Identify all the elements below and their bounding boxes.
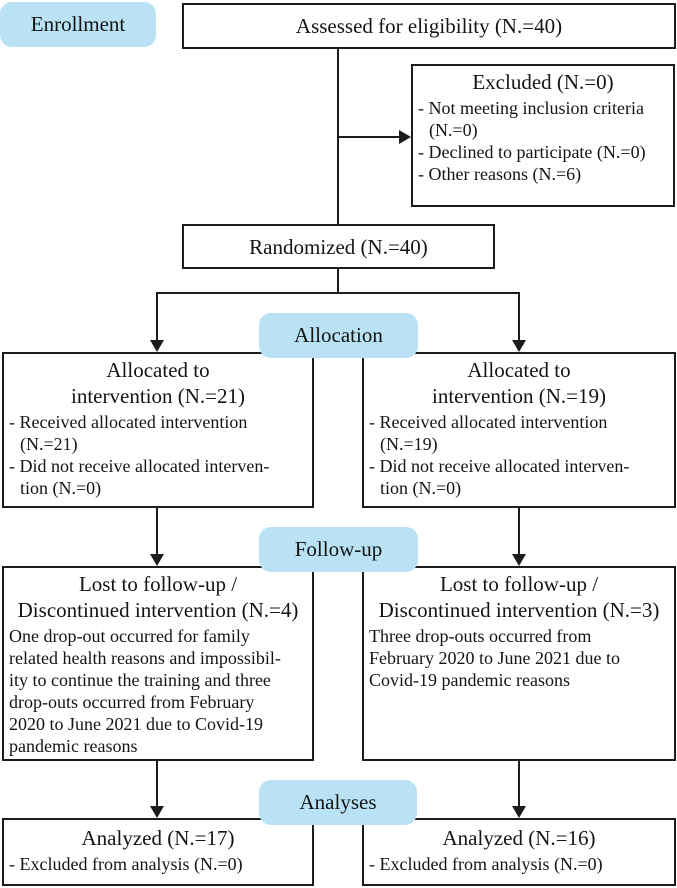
title-line: Allocated to: [467, 358, 571, 382]
arrowhead-followup-left-icon: [150, 554, 164, 566]
analysis-detail-line: - Excluded from analysis (N.=0): [369, 854, 603, 874]
title-line: Lost to follow-up /: [78, 572, 238, 596]
box-allocated-left-title: Allocated to intervention (N.=21): [4, 354, 312, 409]
box-allocated-intervention-right: Allocated to intervention (N.=19) - Rece…: [362, 352, 676, 508]
excluded-reason-line: - Declined to participate (N.=0): [418, 142, 646, 162]
box-analyzed-left-title: Analyzed (N.=17): [81, 826, 235, 850]
allocation-detail-line: - Did not receive allocated interven-: [9, 456, 270, 476]
box-allocated-left-body: - Received allocated intervention (N.=21…: [4, 409, 312, 499]
line-to-excluded: [338, 136, 400, 138]
arrowhead-analyzed-left-icon: [150, 806, 164, 818]
box-lost-followup-right-body: Three drop-outs occurred from February 2…: [364, 623, 674, 691]
box-lost-followup-left-title: Lost to follow-up / Discontinued interve…: [4, 568, 312, 623]
followup-detail-line: Three drop-outs occurred from: [369, 626, 592, 646]
box-analyzed-left: Analyzed (N.=17) - Excluded from analysi…: [2, 818, 314, 886]
excluded-reason-line: - Other reasons (N.=6): [418, 164, 582, 184]
allocation-detail-line: - Did not receive allocated interven-: [369, 456, 630, 476]
box-randomized-title: Randomized (N.=40): [249, 234, 428, 259]
title-line: Lost to follow-up /: [439, 572, 599, 596]
box-analyzed-right: Analyzed (N.=16) - Excluded from analysi…: [362, 818, 676, 886]
followup-detail-line: related health reasons and impossibil-: [9, 648, 281, 668]
line-followup-to-analyzed-right: [518, 761, 520, 807]
stage-label-enrollment: Enrollment: [0, 2, 156, 47]
followup-detail-line: ity to continue the training and three: [9, 670, 271, 690]
followup-detail-line: Covid-19 pandemic reasons: [369, 670, 570, 690]
box-lost-followup-right-title: Lost to follow-up / Discontinued interve…: [364, 568, 674, 623]
title-line: intervention (N.=19): [432, 384, 606, 408]
allocation-detail-line: (N.=21): [20, 434, 78, 454]
line-alloc-to-followup-right: [518, 508, 520, 555]
title-line: Discontinued intervention (N.=4): [17, 598, 299, 622]
box-analyzed-right-title: Analyzed (N.=16): [442, 826, 596, 850]
line-alloc-to-followup-left: [156, 508, 158, 555]
box-randomized: Randomized (N.=40): [182, 224, 495, 269]
box-excluded-title: Excluded (N.=0): [472, 70, 614, 94]
arrowhead-alloc-left-icon: [150, 340, 164, 352]
excluded-reason-line: (N.=0): [429, 120, 478, 140]
analysis-detail-line: - Excluded from analysis (N.=0): [9, 854, 243, 874]
box-analyzed-right-body: - Excluded from analysis (N.=0): [364, 851, 674, 875]
followup-detail-line: 2020 to June 2021 due to Covid-19: [9, 714, 263, 734]
box-lost-followup-left-body: One drop-out occurred for family related…: [4, 623, 312, 757]
stage-label-allocation: Allocation: [259, 313, 418, 358]
box-excluded: Excluded (N.=0) - Not meeting inclusion …: [411, 64, 675, 207]
allocation-detail-line: - Received allocated intervention: [9, 412, 248, 432]
title-line: Allocated to: [106, 358, 210, 382]
stage-label-analyses: Analyses: [259, 780, 417, 825]
title-line: Discontinued intervention (N.=3): [378, 598, 660, 622]
line-followup-to-analyzed-left: [156, 761, 158, 807]
followup-detail-line: One drop-out occurred for family: [9, 626, 250, 646]
arrowhead-excluded-icon: [399, 130, 411, 144]
line-branch-to-alloc-right: [518, 292, 520, 341]
box-allocated-right-title: Allocated to intervention (N.=19): [364, 354, 674, 409]
followup-detail-line: February 2020 to June 2021 due to: [369, 648, 620, 668]
box-assessed: Assessed for eligibility (N.=40): [182, 3, 676, 49]
line-branch-horizontal: [156, 292, 520, 294]
box-lost-followup-right: Lost to follow-up / Discontinued interve…: [362, 566, 676, 761]
followup-detail-line: pandemic reasons: [9, 736, 138, 756]
box-assessed-title: Assessed for eligibility (N.=40): [295, 14, 563, 38]
title-line: intervention (N.=21): [71, 384, 245, 408]
box-lost-followup-left: Lost to follow-up / Discontinued interve…: [2, 566, 314, 761]
box-excluded-body: - Not meeting inclusion criteria (N.=0) …: [413, 95, 673, 185]
allocation-detail-line: tion (N.=0): [380, 478, 462, 498]
arrowhead-alloc-right-icon: [512, 340, 526, 352]
box-analyzed-left-body: - Excluded from analysis (N.=0): [4, 851, 312, 875]
line-branch-to-alloc-left: [156, 292, 158, 341]
line-randomized-to-branch: [337, 269, 339, 294]
arrowhead-followup-right-icon: [512, 554, 526, 566]
allocation-detail-line: (N.=19): [380, 434, 438, 454]
followup-detail-line: drop-outs occurred from February: [9, 692, 255, 712]
box-allocated-right-body: - Received allocated intervention (N.=19…: [364, 409, 674, 499]
arrowhead-analyzed-right-icon: [512, 806, 526, 818]
allocation-detail-line: - Received allocated intervention: [369, 412, 608, 432]
box-allocated-intervention-left: Allocated to intervention (N.=21) - Rece…: [2, 352, 314, 508]
stage-label-followup: Follow-up: [259, 527, 418, 572]
excluded-reason-line: - Not meeting inclusion criteria: [418, 98, 644, 118]
allocation-detail-line: tion (N.=0): [20, 478, 102, 498]
